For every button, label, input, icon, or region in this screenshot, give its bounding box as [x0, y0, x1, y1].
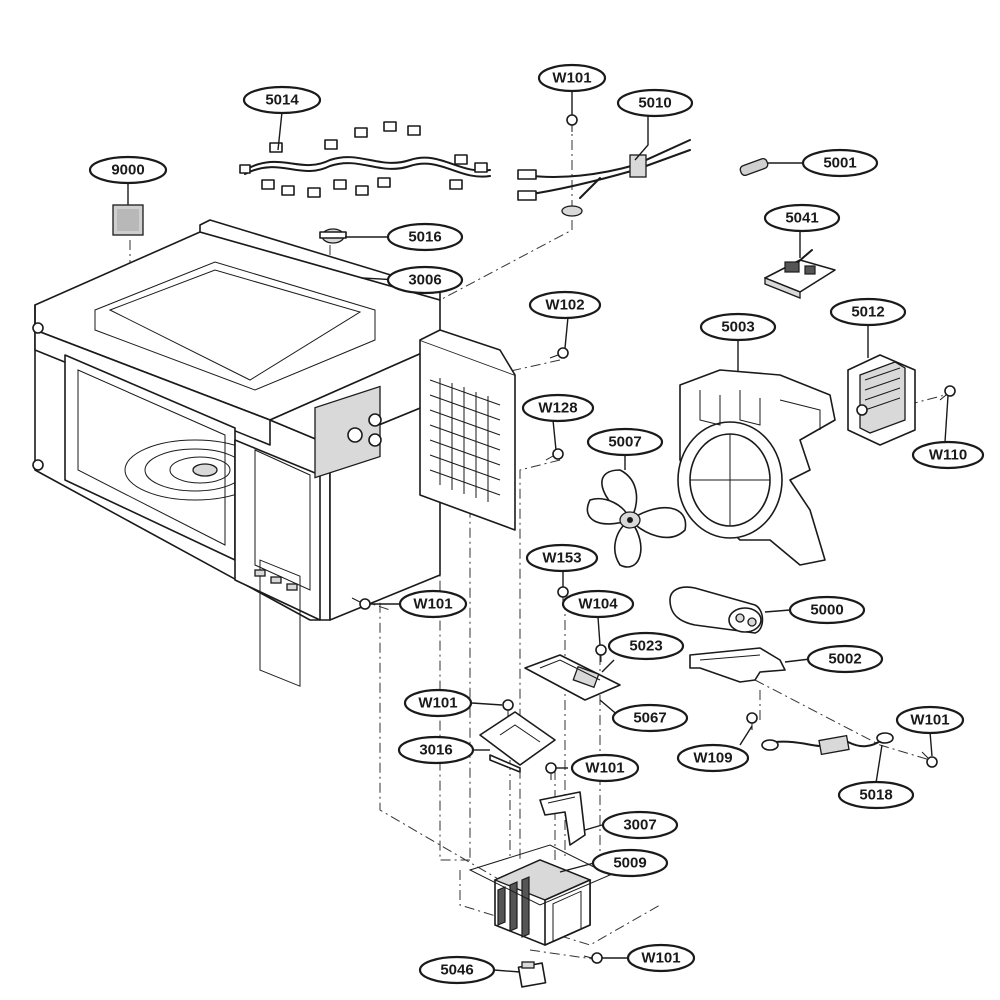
screw-w102: [549, 347, 569, 359]
svg-text:3007: 3007: [623, 817, 656, 834]
svg-text:W102: W102: [545, 297, 584, 314]
svg-text:W110: W110: [929, 447, 967, 464]
svg-text:5003: 5003: [721, 319, 754, 336]
label-5046[interactable]: 5046: [418, 955, 496, 985]
screw-w109: [746, 712, 758, 730]
label-w128[interactable]: W128: [521, 393, 595, 423]
svg-text:5018: 5018: [859, 787, 892, 804]
label-5010[interactable]: 5010: [616, 88, 694, 118]
label-w101-top[interactable]: W101: [537, 63, 607, 93]
svg-text:W153: W153: [542, 550, 581, 567]
label-w101-mid[interactable]: W101: [403, 688, 473, 718]
bracket-3016: [479, 711, 556, 773]
label-5002[interactable]: 5002: [806, 644, 884, 674]
screw-w101-mid: [502, 699, 514, 717]
label-5014[interactable]: 5014: [242, 85, 322, 115]
svg-text:W104: W104: [578, 596, 618, 613]
svg-text:W128: W128: [538, 400, 577, 417]
label-5000[interactable]: 5000: [788, 595, 866, 625]
label-5016[interactable]: 5016: [386, 222, 464, 252]
label-5023[interactable]: 5023: [607, 631, 685, 661]
cable-5018: [761, 732, 894, 756]
leader-lines: [127, 91, 949, 973]
label-5018[interactable]: 5018: [837, 780, 915, 810]
callout-labels: 5014 9000 W101 5010 5001 5016 5041 3006 …: [88, 63, 985, 985]
svg-text:W101: W101: [552, 70, 591, 87]
label-5067[interactable]: 5067: [611, 703, 689, 733]
svg-text:5014: 5014: [265, 92, 299, 109]
svg-text:W101: W101: [585, 760, 624, 777]
screw-w101-bottom: [583, 952, 603, 964]
magnetron-5009: [468, 844, 612, 946]
svg-text:W109: W109: [693, 750, 732, 767]
svg-text:W101: W101: [418, 695, 457, 712]
switch-bracket-5067: [524, 654, 621, 701]
capacitor-5000: [669, 586, 764, 634]
label-5007[interactable]: 5007: [586, 427, 664, 457]
svg-text:5012: 5012: [851, 304, 884, 321]
label-w101-bottom[interactable]: W101: [626, 943, 696, 973]
label-w101-lower[interactable]: W101: [570, 753, 640, 783]
svg-text:W101: W101: [413, 596, 452, 613]
bracket-3007: [539, 791, 586, 846]
svg-text:3016: 3016: [419, 742, 452, 759]
label-5012[interactable]: 5012: [829, 297, 907, 327]
fan-bracket-5003: [677, 369, 836, 566]
wire-harness-5014: [239, 121, 491, 198]
label-3016[interactable]: 3016: [397, 735, 475, 765]
svg-text:5010: 5010: [638, 95, 671, 112]
pad-9000: [112, 204, 144, 236]
label-w102[interactable]: W102: [528, 290, 602, 320]
label-5001[interactable]: 5001: [801, 148, 879, 178]
label-5003[interactable]: 5003: [699, 312, 777, 342]
svg-text:W101: W101: [641, 950, 680, 967]
circuit-board-5041: [764, 249, 836, 299]
svg-text:9000: 9000: [111, 162, 144, 179]
screw-w101-lower: [545, 762, 557, 780]
fan-blade-5007: [586, 469, 687, 568]
label-5041[interactable]: 5041: [763, 203, 841, 233]
capacitor-bracket-5002: [689, 647, 786, 683]
label-w109[interactable]: W109: [676, 743, 750, 773]
svg-text:5046: 5046: [440, 962, 473, 979]
label-w153[interactable]: W153: [525, 543, 599, 573]
screws: [351, 114, 956, 964]
svg-text:5009: 5009: [613, 855, 646, 872]
oven-cavity-assembly: [32, 219, 516, 687]
label-3007[interactable]: 3007: [601, 810, 679, 840]
thermostat-5016: [319, 228, 347, 244]
svg-text:5067: 5067: [633, 710, 666, 727]
label-w101-left[interactable]: W101: [398, 589, 468, 619]
screw-w128: [545, 448, 564, 461]
screw-w101-right: [921, 751, 938, 768]
screw-w101-top: [566, 114, 578, 132]
transformer-5012: [847, 354, 916, 446]
label-3006[interactable]: 3006: [386, 265, 464, 295]
fuse-5001: [739, 157, 769, 177]
label-w101-right[interactable]: W101: [895, 705, 965, 735]
svg-text:3006: 3006: [408, 272, 441, 289]
svg-text:5041: 5041: [785, 210, 818, 227]
svg-text:5016: 5016: [408, 229, 441, 246]
screw-w110: [939, 385, 956, 401]
label-w104[interactable]: W104: [561, 589, 635, 619]
power-cord-5010: [517, 139, 691, 217]
vent-grille: [429, 378, 501, 502]
svg-text:5001: 5001: [823, 155, 856, 172]
svg-text:5007: 5007: [608, 434, 641, 451]
svg-text:5023: 5023: [629, 638, 662, 655]
label-5009[interactable]: 5009: [591, 848, 669, 878]
label-w110[interactable]: W110: [911, 440, 985, 470]
svg-text:W101: W101: [910, 712, 949, 729]
svg-text:5002: 5002: [828, 651, 861, 668]
svg-text:5000: 5000: [810, 602, 843, 619]
label-9000[interactable]: 9000: [88, 155, 168, 185]
screw-w104: [595, 644, 607, 662]
thermostat-5046: [517, 961, 547, 988]
